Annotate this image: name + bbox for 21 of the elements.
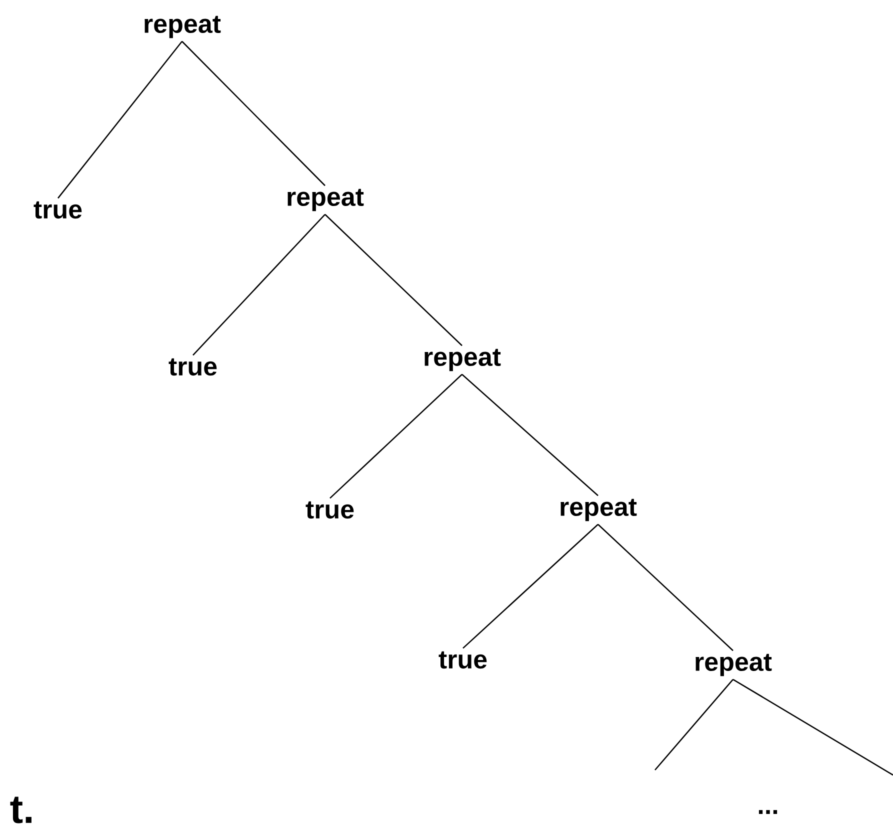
tree-branch [732, 678, 893, 776]
tree-node-label: repeat [424, 348, 501, 372]
tree-node-label: true [438, 651, 487, 669]
tree-node-label: true [306, 501, 354, 519]
text-label: ... [758, 810, 778, 814]
tree-node-label: true [168, 358, 217, 376]
tree-branch [598, 524, 734, 652]
tree-node-label: repeat [696, 654, 772, 676]
text-label: t. [10, 796, 32, 824]
tree-node-label: repeat [288, 188, 364, 212]
tree-branch [324, 214, 462, 346]
tree-branch [462, 374, 598, 496]
tree-branch [192, 214, 326, 356]
tree-branch [58, 40, 183, 199]
tree-branch [462, 524, 598, 649]
tree-node-label: true [34, 201, 82, 219]
tree-node-label: repeat [560, 498, 637, 522]
tree-node-label: repeat [144, 16, 221, 38]
tree-branch [182, 40, 326, 186]
tree-branch [654, 678, 734, 770]
tree-branch [330, 374, 462, 499]
